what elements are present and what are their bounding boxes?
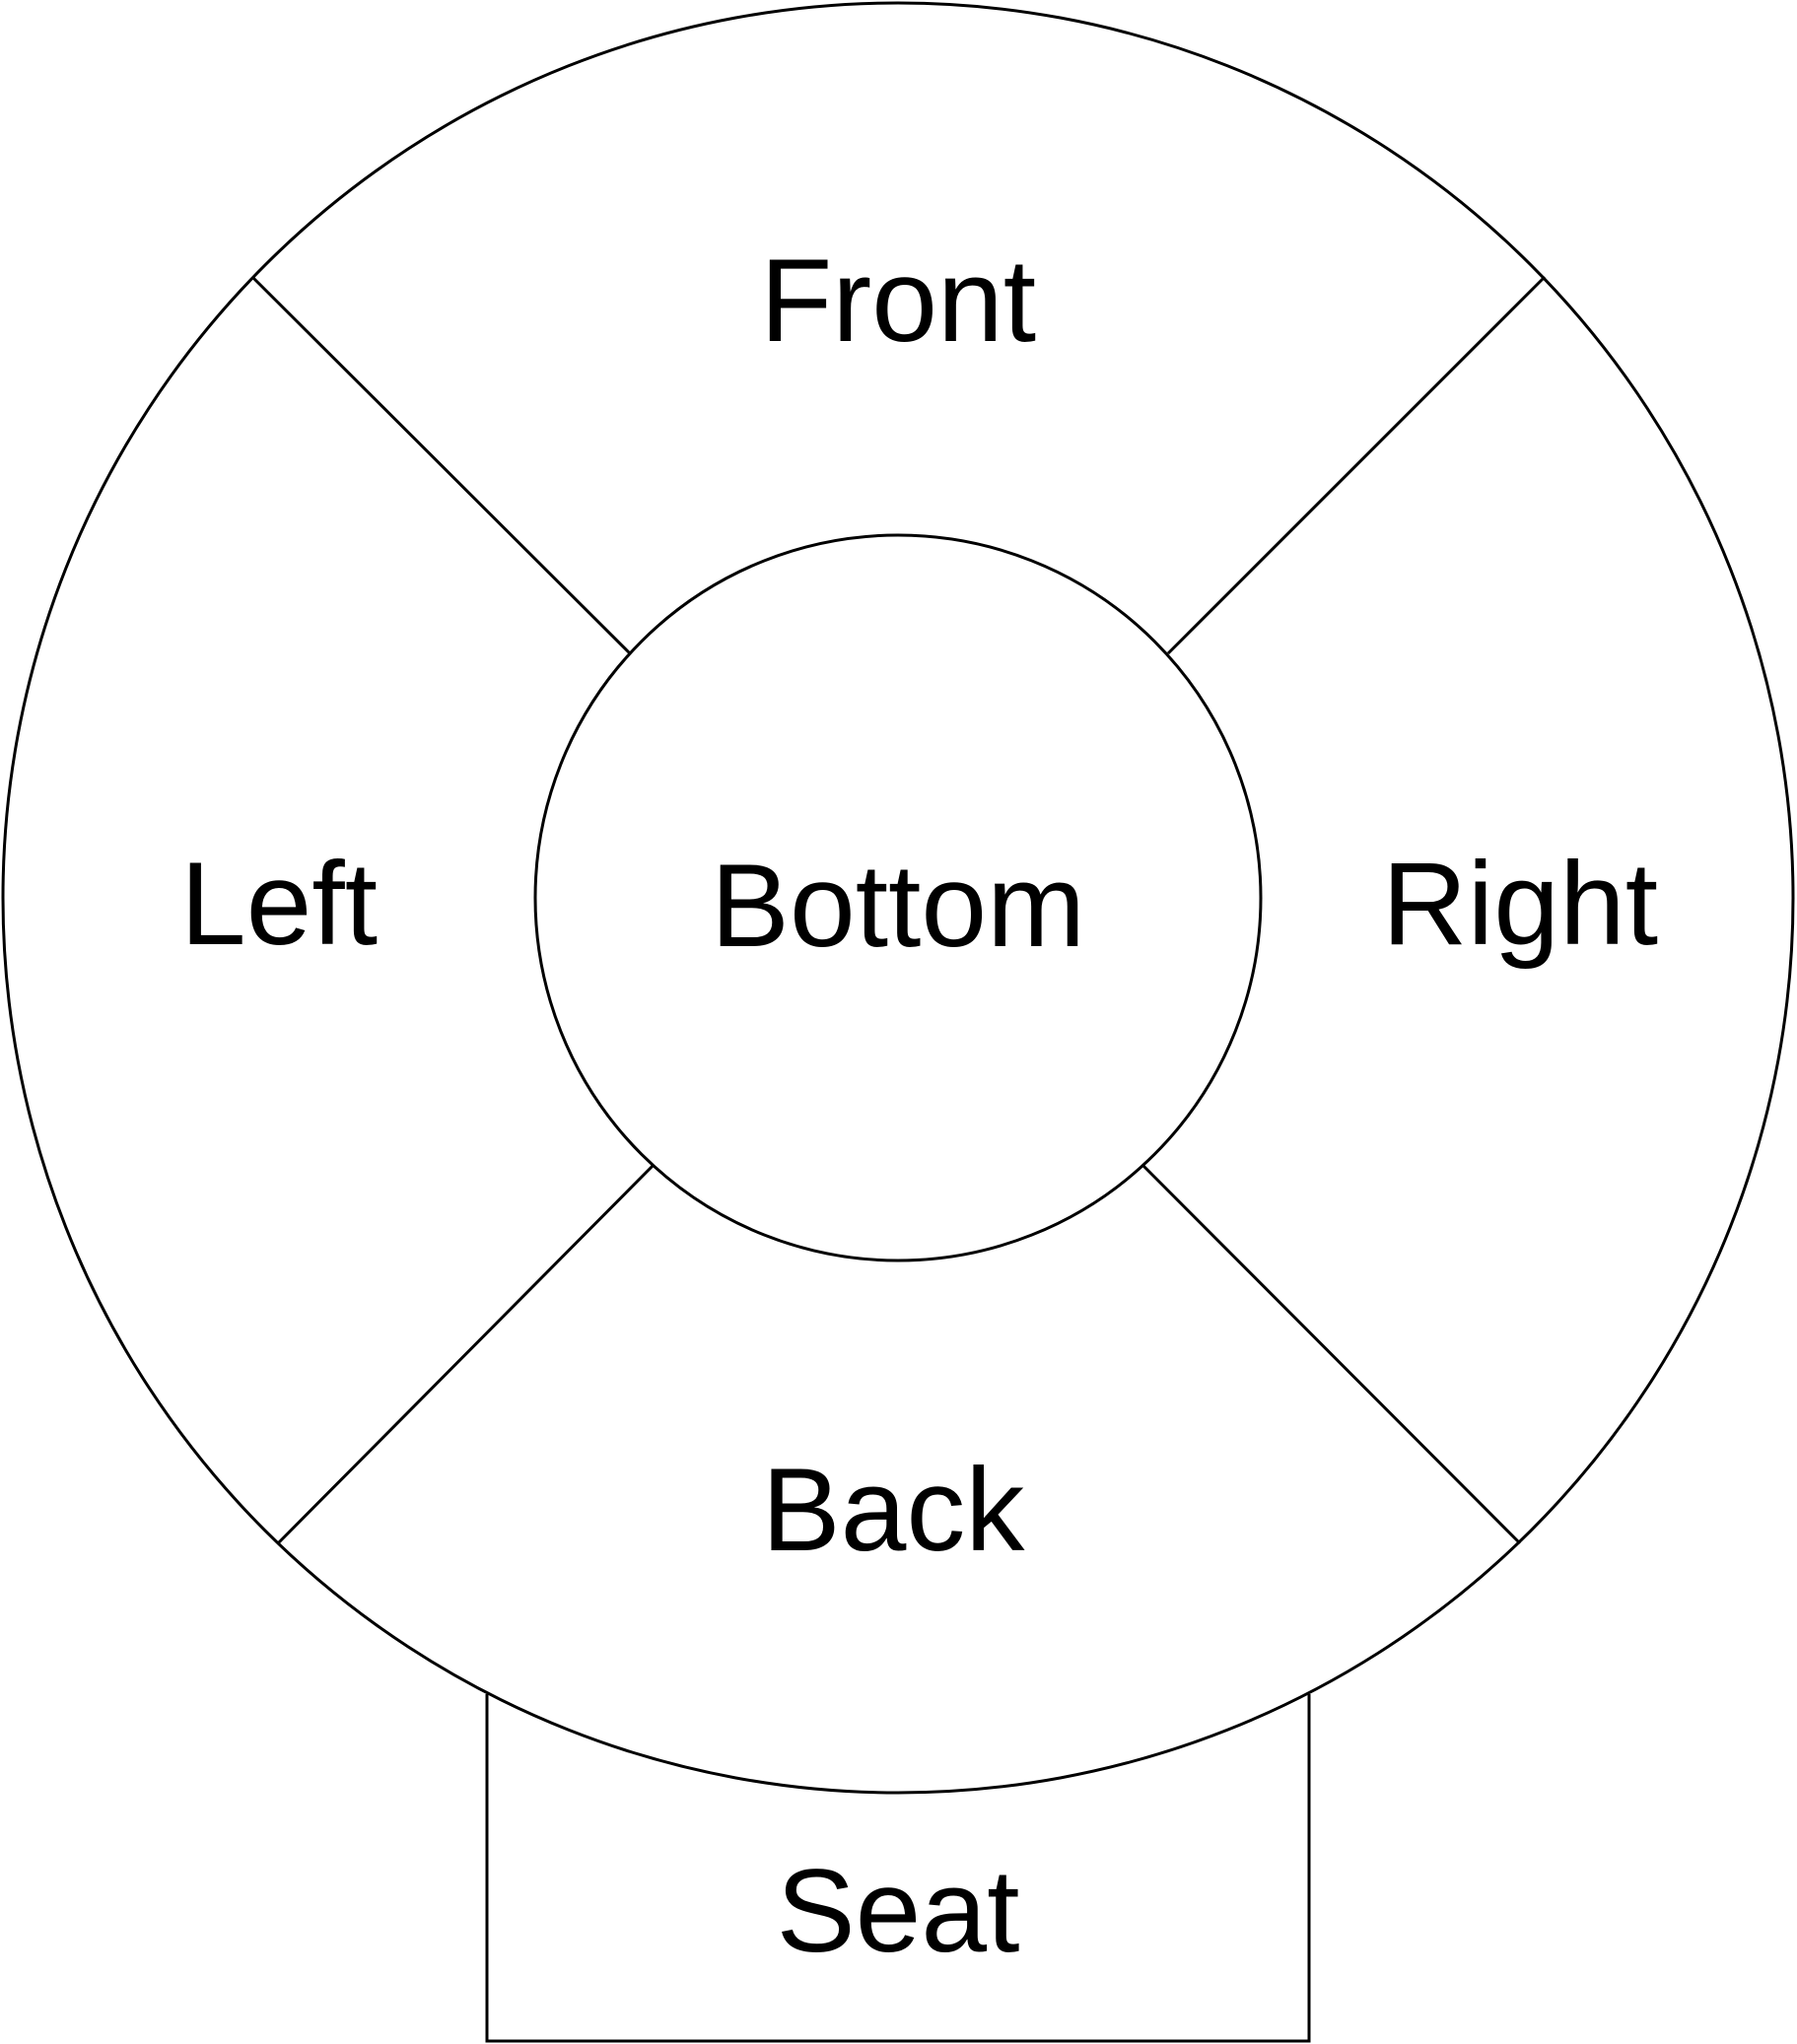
label-right: Right — [1382, 838, 1658, 970]
label-back: Back — [762, 1444, 1026, 1576]
divider-top-right — [1166, 275, 1547, 655]
label-bottom: Bottom — [711, 840, 1085, 972]
divider-top-left — [250, 275, 632, 655]
divider-bottom-left — [276, 1164, 655, 1545]
outer-circle — [1, 1, 1795, 1795]
label-left: Left — [180, 838, 378, 970]
divider-bottom-right — [1141, 1164, 1522, 1545]
inner-circle — [533, 533, 1263, 1262]
label-front: Front — [760, 235, 1036, 367]
label-seat: Seat — [777, 1845, 1020, 1977]
seat-box — [485, 1694, 1311, 2043]
